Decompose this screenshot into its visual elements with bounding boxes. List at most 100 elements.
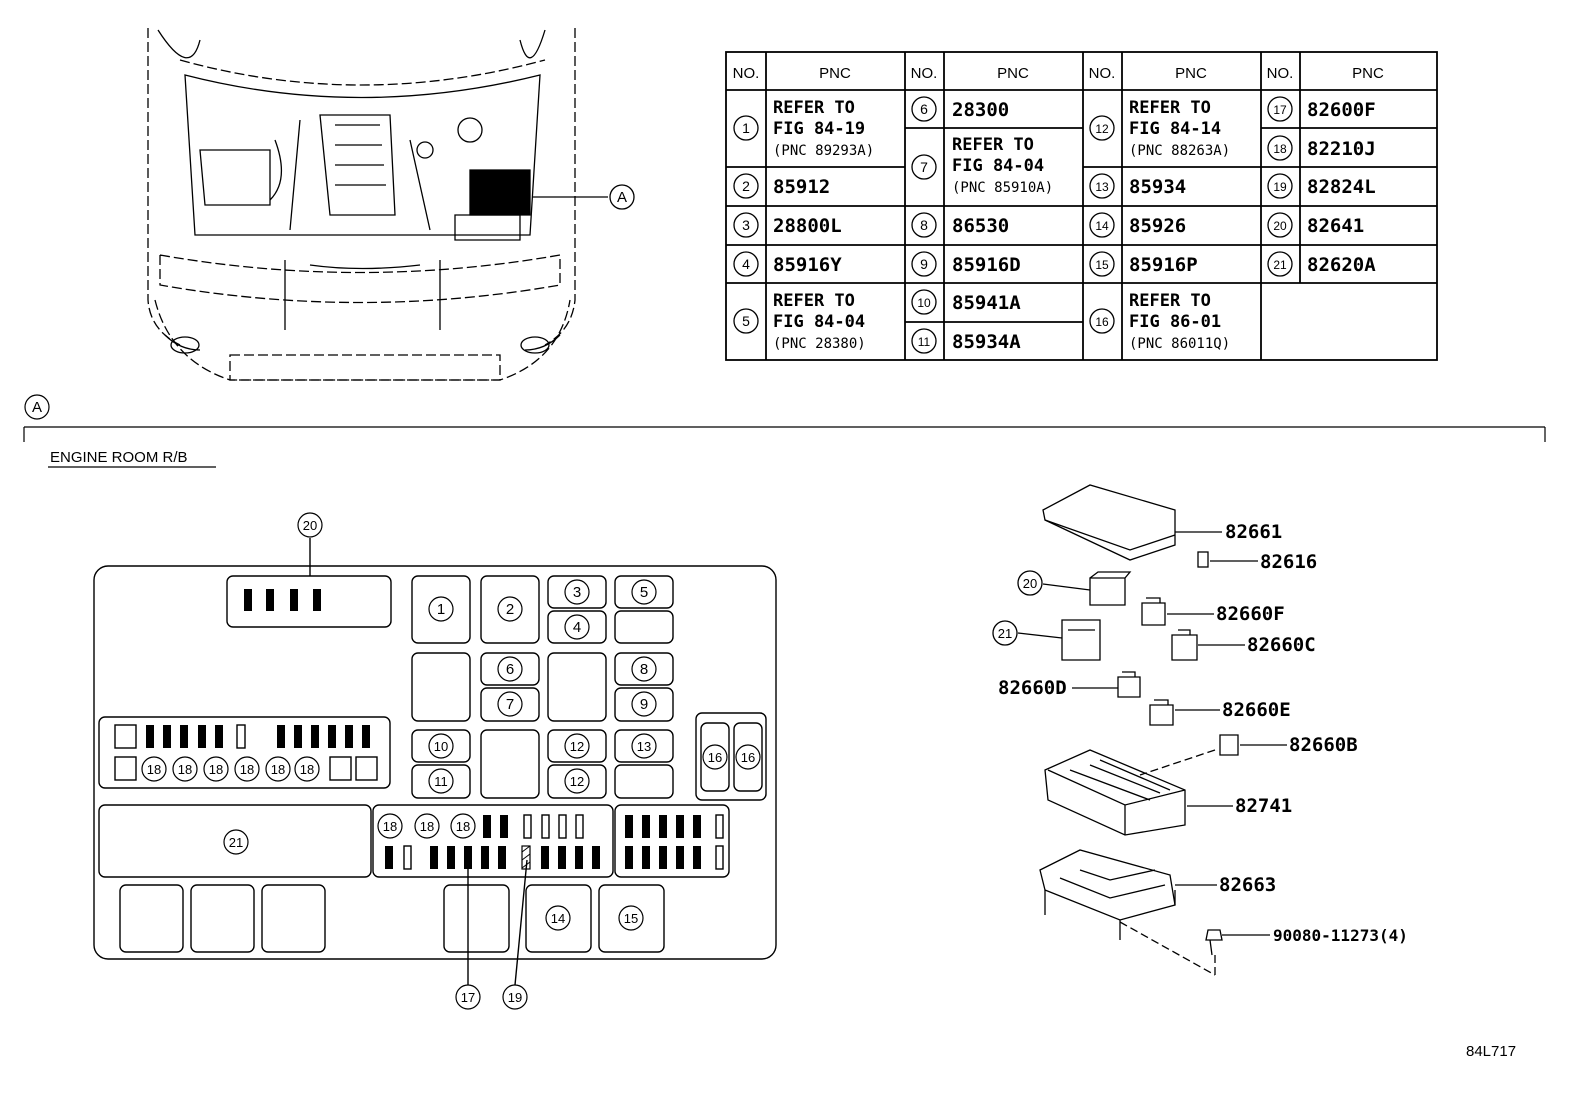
detail-a-marker: A bbox=[32, 399, 42, 416]
callout-circle bbox=[450, 813, 476, 839]
part-82616: 82616 bbox=[1260, 551, 1317, 573]
callout-17: 17 bbox=[461, 990, 475, 1005]
callout-circle bbox=[265, 756, 291, 782]
callout-circle bbox=[297, 512, 323, 538]
section-title: ENGINE ROOM R/B bbox=[50, 449, 188, 466]
pnc-table bbox=[725, 51, 1438, 361]
row-number: 11 bbox=[918, 335, 931, 349]
header-no: NO. bbox=[1089, 65, 1116, 82]
engine-bay-illustration bbox=[147, 28, 608, 381]
pnc-value: 82210J bbox=[1307, 138, 1376, 160]
part-82660f: 82660F bbox=[1216, 603, 1285, 625]
row-number-circle bbox=[1089, 115, 1115, 141]
part-callout-20: 20 bbox=[1023, 576, 1037, 591]
callout-6: 6 bbox=[506, 661, 514, 678]
row-number: 16 bbox=[1095, 315, 1109, 329]
callout-circle bbox=[564, 768, 590, 794]
pnc-value: 82824L bbox=[1307, 176, 1376, 198]
part-82741: 82741 bbox=[1235, 795, 1292, 817]
callout-circle bbox=[455, 984, 481, 1010]
callout-circle bbox=[702, 744, 728, 770]
row-number-circle bbox=[733, 251, 759, 277]
pnc-value: (PNC 89293A) bbox=[773, 143, 874, 159]
pnc-value: FIG 84-19 bbox=[773, 119, 865, 139]
pnc-value: FIG 84-14 bbox=[1129, 119, 1221, 139]
callout-circle bbox=[428, 733, 454, 759]
pnc-value: REFER TO bbox=[1129, 98, 1211, 118]
callout-circle bbox=[172, 756, 198, 782]
callout-circle bbox=[502, 984, 528, 1010]
pnc-value: 28800L bbox=[773, 215, 842, 237]
header-no: NO. bbox=[1267, 65, 1294, 82]
exploded-view bbox=[1017, 484, 1287, 976]
row-number-circle bbox=[911, 289, 937, 315]
row-number-circle bbox=[911, 212, 937, 238]
part-90080: 90080-11273(4) bbox=[1273, 926, 1408, 945]
row-number-circle bbox=[733, 173, 759, 199]
row-number: 15 bbox=[1095, 258, 1109, 272]
callout-9: 9 bbox=[640, 696, 648, 713]
callout-12: 12 bbox=[570, 774, 584, 789]
row-number-circle bbox=[911, 96, 937, 122]
row-number: 12 bbox=[1095, 122, 1109, 136]
pnc-value: FIG 84-04 bbox=[952, 156, 1044, 176]
pnc-value: (PNC 88263A) bbox=[1129, 143, 1230, 159]
header-pnc: PNC bbox=[997, 65, 1029, 82]
part-82660d: 82660D bbox=[998, 677, 1067, 699]
header-pnc: PNC bbox=[819, 65, 851, 82]
row-number-circle bbox=[1089, 212, 1115, 238]
row-number: 5 bbox=[742, 313, 750, 329]
row-number-circle bbox=[733, 115, 759, 141]
callout-21: 21 bbox=[229, 835, 243, 850]
pnc-value: (PNC 28380) bbox=[773, 336, 866, 352]
callout-circle bbox=[631, 733, 657, 759]
callout-circle bbox=[564, 579, 590, 605]
detail-marker-a-circle bbox=[609, 184, 635, 210]
row-number: 3 bbox=[742, 217, 750, 233]
row-number-circle bbox=[1267, 135, 1293, 161]
relay-block-outline bbox=[93, 538, 777, 986]
callout-18: 18 bbox=[178, 762, 192, 777]
pnc-table-headers: NO. PNC NO. PNC NO. PNC NO. PNC bbox=[733, 65, 1384, 82]
callout-18: 18 bbox=[271, 762, 285, 777]
row-number: 8 bbox=[920, 217, 928, 233]
row-number-circle bbox=[1267, 173, 1293, 199]
pnc-value: 82620A bbox=[1307, 254, 1376, 276]
callout-13: 13 bbox=[637, 739, 651, 754]
part-82660b: 82660B bbox=[1289, 734, 1358, 756]
part-82660e: 82660E bbox=[1222, 699, 1291, 721]
row-number: 19 bbox=[1273, 180, 1287, 194]
pnc-value: FIG 84-04 bbox=[773, 312, 865, 332]
pnc-value: 85934 bbox=[1129, 176, 1186, 198]
callout-18: 18 bbox=[240, 762, 254, 777]
row-number: 20 bbox=[1273, 219, 1287, 233]
pnc-value: 85916Y bbox=[773, 254, 842, 276]
row-number-circle bbox=[911, 328, 937, 354]
row-number: 14 bbox=[1095, 219, 1109, 233]
callout-18: 18 bbox=[456, 819, 470, 834]
pnc-value: 85934A bbox=[952, 331, 1021, 353]
row-number-circle bbox=[911, 251, 937, 277]
callout-8: 8 bbox=[640, 661, 648, 678]
hatch-lines bbox=[521, 845, 531, 869]
callout-circle bbox=[631, 579, 657, 605]
row-number: 18 bbox=[1273, 142, 1287, 156]
row-number: 1 bbox=[742, 120, 750, 136]
part-callout-21-circle bbox=[992, 620, 1018, 646]
pnc-value: REFER TO bbox=[1129, 291, 1211, 311]
callout-18: 18 bbox=[300, 762, 314, 777]
detail-marker-a: A bbox=[617, 189, 627, 206]
row-number-circle bbox=[1089, 173, 1115, 199]
blade-fuses bbox=[146, 589, 701, 869]
pnc-value: 82641 bbox=[1307, 215, 1364, 237]
callout-7: 7 bbox=[506, 696, 514, 713]
callout-18: 18 bbox=[383, 819, 397, 834]
callout-14: 14 bbox=[551, 911, 565, 926]
callout-18: 18 bbox=[147, 762, 161, 777]
callout-19: 19 bbox=[508, 990, 522, 1005]
callout-circle bbox=[428, 768, 454, 794]
pnc-value: 86530 bbox=[952, 215, 1009, 237]
row-number-circle bbox=[733, 212, 759, 238]
